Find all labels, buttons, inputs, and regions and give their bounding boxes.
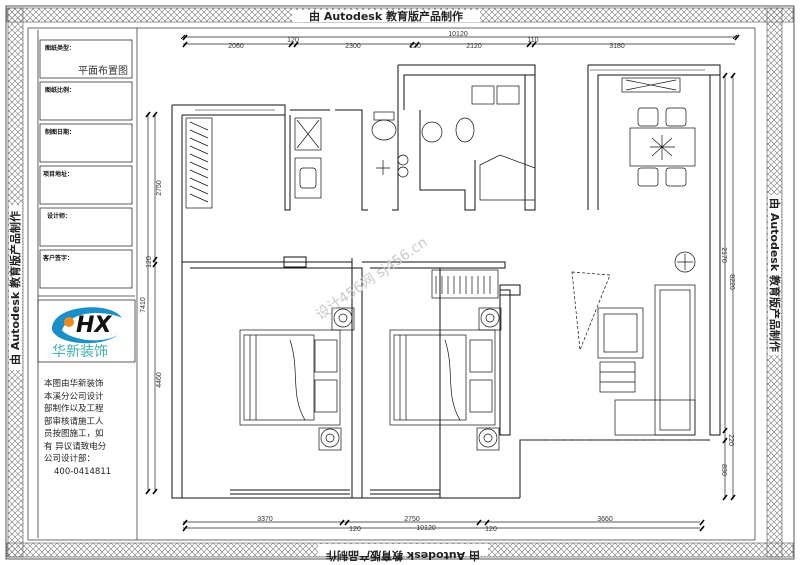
field-label-designer: 设计师： [47,212,71,220]
company-logo: HX 华新装饰 [51,307,122,360]
company-note: 本图由华新装饰 本溪分公司设计 部制作以及工程 部审核请施工人 员按图施工，如 … [44,378,130,478]
dim-bottom-1: 3370 [257,516,273,523]
walls [171,64,721,499]
dim-bottom-2: 2750 [404,516,420,523]
note-line: 本图由华新装饰 [44,379,104,389]
field-value-type: 平面布置图 [78,65,128,77]
field-label-scale: 图纸比例： [45,86,75,94]
dim-top-6: 110 [527,37,538,44]
dim-left-1: 2750 [156,180,163,196]
dim-bottom-total: 10120 [416,525,436,532]
svg-text:HX: HX [76,313,112,338]
dim-bottom-small-2: 120 [485,526,497,533]
banner-left: 由 Autodesk 教育版产品制作 [8,211,22,365]
svg-text:华新装饰: 华新装饰 [52,344,108,360]
bed-left [239,307,355,451]
dim-right-3: 830 [720,464,727,476]
dim-top-1: 2060 [228,43,244,50]
watermark: 设计456网 sj456.cn [313,234,430,323]
dim-top-3: 2300 [345,43,361,50]
dim-bottom-small-1: 120 [349,526,361,533]
note-line: 部制作以及工程 [44,404,104,414]
note-line: 有 异议请致电分 [44,441,107,452]
phone-number: 400-0414811 [54,466,112,477]
dim-bottom-3: 3660 [597,516,613,523]
bed-right [389,307,502,451]
wardrobe [185,117,499,299]
dining-table [621,77,696,187]
banner-right: 由 Autodesk 教育版产品制作 [768,198,782,352]
dim-top-7: 3180 [609,43,625,50]
dim-top-4: 120 [409,43,421,50]
note-line: 员按图施工，如 [44,429,104,439]
field-label-type: 图纸类型： [45,44,75,52]
dim-left-total: 7410 [140,297,147,313]
title-block [37,30,136,538]
living-room-furniture [571,251,696,436]
bathroom-fixtures [294,85,536,201]
dimension-lines [147,37,735,529]
dim-top-5: 2120 [466,43,482,50]
dim-left-2: 120 [146,256,153,268]
field-label-address: 项目地址： [43,170,73,178]
dim-top-2: 120 [287,37,299,44]
dim-top-total: 10120 [448,31,468,38]
dim-right-2: 220 [727,434,734,446]
banner-top: 由 Autodesk 教育版产品制作 [309,9,463,23]
note-line: 公司设计部： [44,454,96,464]
banner-bottom: 由 Autodesk 教育版产品制作 [326,549,480,563]
dim-right-total: 8220 [728,274,735,290]
note-line: 部审核请施工人 [44,416,104,427]
dim-right-1: 2170 [720,247,727,263]
dimension-ticks [145,34,740,532]
field-label-date: 制图日期： [45,128,75,136]
field-label-client: 客户签字： [42,254,73,262]
dim-left-3: 4460 [156,372,163,388]
note-line: 本溪分公司设计 [44,391,104,402]
